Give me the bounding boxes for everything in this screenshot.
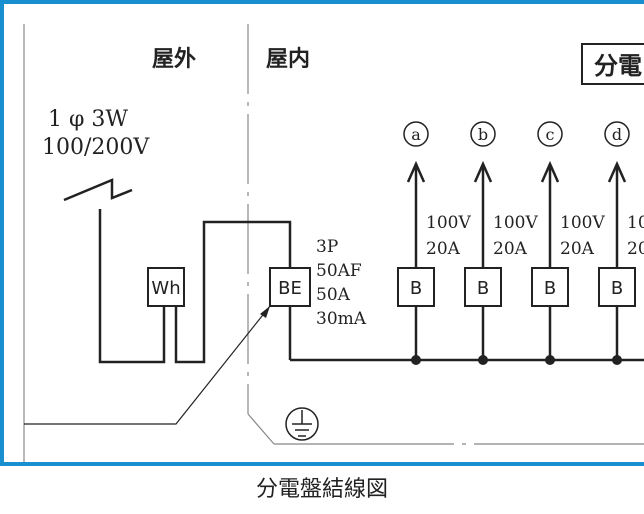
branch-current: 20A bbox=[560, 239, 595, 259]
branch-circle bbox=[470, 121, 496, 147]
branch-arrowhead bbox=[406, 160, 426, 183]
branch-voltage: 100V bbox=[493, 213, 538, 233]
wiring-diagram: 屋外 屋内 分電 1 φ 3W 100/200V Wh BE 3P 50AF 5… bbox=[23, 24, 644, 462]
supply-voltage: 100/200V bbox=[42, 135, 150, 160]
service-drop-symbol bbox=[63, 178, 133, 202]
panel-label-box bbox=[581, 43, 644, 85]
branch-arrowhead bbox=[607, 160, 627, 183]
meter-out-line bbox=[174, 220, 292, 364]
zone-label-indoor: 屋内 bbox=[266, 47, 310, 72]
branch-breaker-symbol: B bbox=[544, 278, 556, 299]
branch-breaker-symbol: B bbox=[410, 278, 422, 299]
branch-circle-label: c bbox=[546, 125, 555, 144]
branch-circle bbox=[403, 121, 429, 147]
zone-label-outdoor: 屋外 bbox=[152, 46, 196, 72]
branch-circle-label: a bbox=[411, 125, 421, 144]
main-breaker-spec-2: 50A bbox=[316, 285, 351, 305]
main-breaker-spec-0: 3P bbox=[316, 237, 338, 257]
meter-label: Wh bbox=[151, 278, 180, 299]
branch-circle-label: d bbox=[612, 125, 622, 144]
panel-label: 分電 bbox=[594, 52, 642, 80]
supply-phase: 1 φ 3W bbox=[48, 107, 128, 132]
branch-voltage: 100V bbox=[426, 213, 471, 233]
main-breaker-symbol: BE bbox=[278, 278, 302, 299]
main-breaker-spec-3: 30mA bbox=[316, 309, 367, 329]
branch-breaker-box bbox=[531, 267, 569, 307]
diagram-caption: 分電盤結線図 bbox=[255, 477, 388, 502]
ground-dashed-line bbox=[247, 413, 275, 445]
branch-circle bbox=[604, 121, 630, 147]
branch-current: 20A bbox=[426, 239, 461, 259]
branch-breaker-box bbox=[598, 267, 636, 307]
diagram-frame: 屋外 屋内 分電 1 φ 3W 100/200V Wh BE 3P 50AF 5… bbox=[0, 0, 644, 466]
branch-voltage: 100V bbox=[560, 213, 605, 233]
service-feed-line bbox=[98, 209, 166, 364]
branch-junction-dot bbox=[411, 355, 421, 365]
branch-breaker-symbol: B bbox=[477, 278, 489, 299]
branch-junction-dot bbox=[478, 355, 488, 365]
branch-breaker-symbol: B bbox=[611, 278, 623, 299]
branch-current: 20A bbox=[493, 239, 528, 259]
branch-voltage: 10 bbox=[627, 213, 644, 233]
branch-junction-dot bbox=[612, 355, 622, 365]
ground-icon bbox=[285, 407, 319, 441]
branch-current: 20 bbox=[627, 239, 644, 259]
branch-arrowhead bbox=[540, 160, 560, 183]
branch-circle bbox=[537, 121, 563, 147]
branch-arrowhead bbox=[473, 160, 493, 183]
branch-junction-dot bbox=[545, 355, 555, 365]
meter-box bbox=[147, 267, 185, 307]
leader-arrowhead bbox=[260, 306, 270, 318]
main-breaker-leader-line bbox=[24, 305, 271, 425]
branch-circuits: a100V20ABb100V20ABc100V20ABd1020B bbox=[397, 121, 644, 365]
main-breaker-spec-1: 50AF bbox=[316, 261, 362, 281]
branch-circle-label: b bbox=[478, 125, 488, 144]
